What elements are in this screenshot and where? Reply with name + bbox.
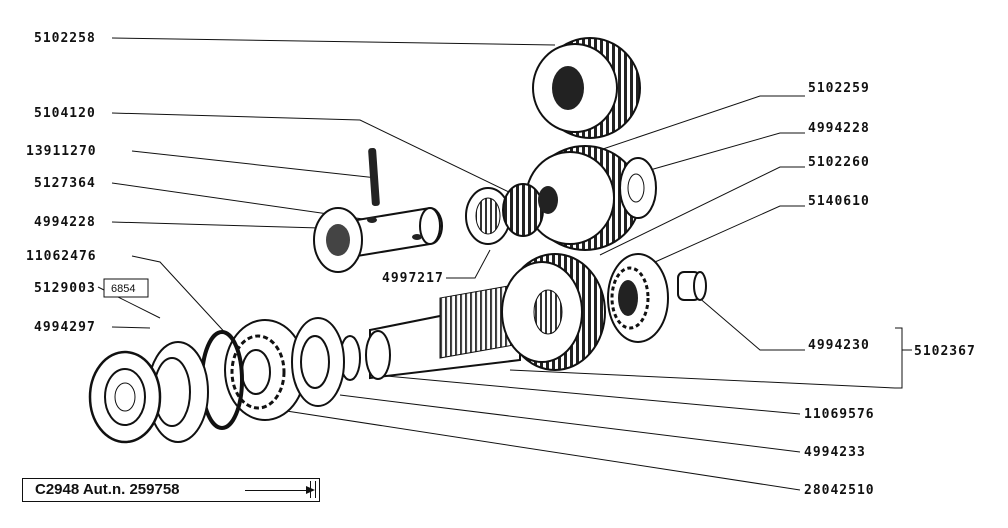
gear-5102259 [502, 145, 641, 251]
catalog-box [103, 278, 149, 298]
label-11062476: 11062476 [26, 249, 97, 264]
mainshaft [339, 282, 526, 381]
drawing-reference-box: C2948 Aut.n. 259758 [22, 478, 320, 502]
label-5102258: 5102258 [34, 31, 96, 46]
gear-5102260 [501, 253, 606, 371]
shaft-end-4994230 [677, 271, 707, 301]
washer-4994228-left [313, 207, 363, 273]
label-5104120: 5104120 [34, 106, 96, 121]
leader-lines [97, 37, 912, 491]
shaft-5127364 [344, 206, 443, 260]
label-6854: 6854 [111, 283, 135, 295]
label-4994228-left: 4994228 [34, 215, 96, 230]
bearing-28042510 [224, 319, 306, 421]
drawing-reference: C2948 Aut.n. 259758 [35, 481, 180, 498]
label-5140610: 5140610 [808, 194, 870, 209]
gear-5102258 [532, 37, 641, 139]
label-5127364: 5127364 [34, 176, 96, 191]
label-13911270: 13911270 [26, 144, 97, 159]
label-5102259: 5102259 [808, 81, 870, 96]
label-11069576: 11069576 [804, 407, 875, 422]
label-4997217: 4997217 [382, 271, 444, 286]
label-5102367: 5102367 [914, 344, 976, 359]
label-4994230: 4994230 [808, 338, 870, 353]
ring-4994233 [291, 317, 345, 407]
label-5129003: 5129003 [34, 281, 96, 296]
label-28042510: 28042510 [804, 483, 875, 498]
cover-4994297 [88, 350, 162, 444]
bearing-5140610 [607, 253, 669, 343]
label-5102260: 5102260 [808, 155, 870, 170]
washer-4994228-right [619, 157, 657, 219]
pin-13911270 [368, 147, 380, 207]
end-bar-icon [310, 481, 316, 498]
arrow-right-icon [245, 486, 315, 494]
label-4994233: 4994233 [804, 445, 866, 460]
label-4994297: 4994297 [34, 320, 96, 335]
seal-5129003 [147, 341, 209, 443]
label-4994228-right: 4994228 [808, 121, 870, 136]
